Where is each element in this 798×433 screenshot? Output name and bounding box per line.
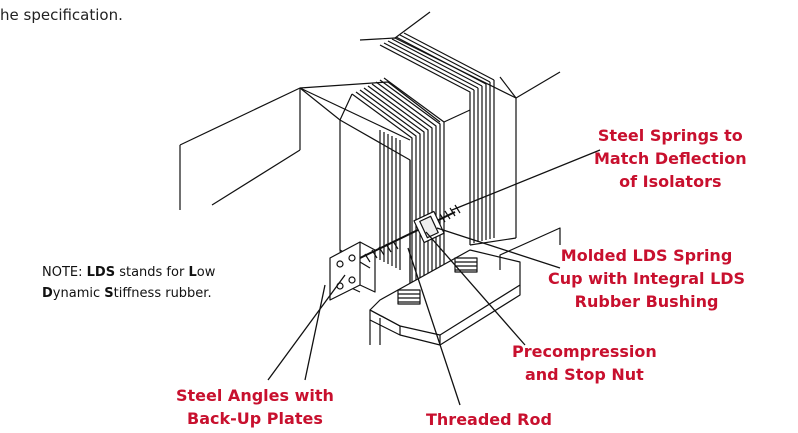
callout-molded-cup: Molded LDS Spring Cup with Integral LDS … <box>548 244 745 313</box>
note-term: LDS <box>86 265 116 280</box>
isolator-mounts <box>397 257 478 305</box>
note-dynamic: ynamic <box>52 286 105 301</box>
callout-threaded-rod: Threaded Rod <box>426 408 552 431</box>
steel-angles <box>329 241 376 301</box>
callout-line: Precompression <box>512 342 657 361</box>
callout-steel-springs: Steel Springs to Match Deflection of Iso… <box>594 124 747 193</box>
callout-line: Cup with Integral LDS <box>548 269 746 288</box>
callout-steel-angles: Steel Angles with Back-Up Plates <box>176 384 334 430</box>
note-s: S <box>104 286 114 301</box>
callout-line: Back-Up Plates <box>187 409 323 428</box>
rear-duct-section <box>359 11 561 246</box>
callout-line: Rubber Bushing <box>574 292 719 311</box>
callout-line: and Stop Nut <box>524 365 644 384</box>
note-d: D <box>42 286 53 301</box>
note-prefix: NOTE: <box>42 265 87 280</box>
callout-precompression: Precompression and Stop Nut <box>512 340 657 386</box>
leader-lines <box>267 149 601 406</box>
note-low: ow <box>196 265 216 280</box>
callout-line: Threaded Rod <box>426 410 552 429</box>
note-middle: stands for <box>115 265 189 280</box>
callout-line: Match Deflection <box>594 149 747 168</box>
callout-line: Steel Springs to <box>597 126 743 145</box>
support-base <box>369 227 561 346</box>
note-stiffness: tiffness rubber. <box>113 286 212 301</box>
note-l: L <box>188 265 197 280</box>
callout-line: Molded LDS Spring <box>560 246 733 265</box>
callout-line: Steel Angles with <box>176 386 334 405</box>
intro-text: he specification. <box>0 6 123 24</box>
threaded-rod-assembly <box>359 204 461 263</box>
callout-line: of Isolators <box>619 172 722 191</box>
